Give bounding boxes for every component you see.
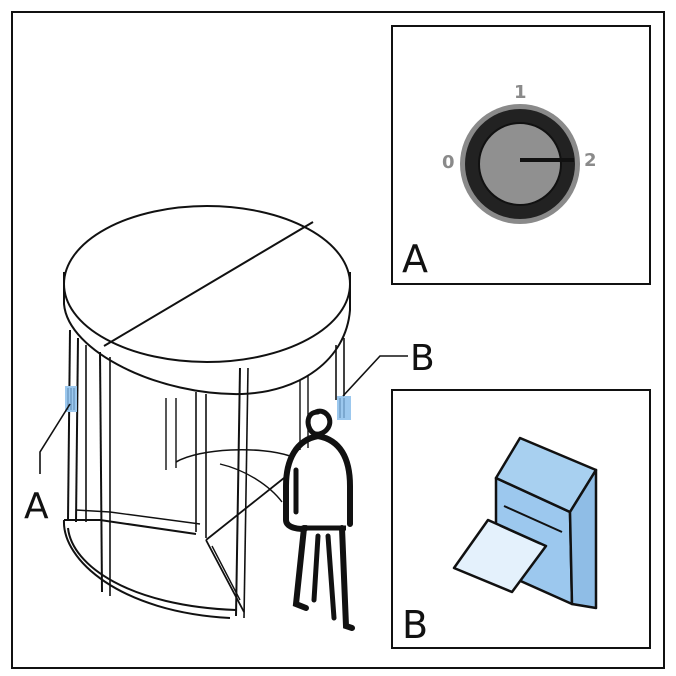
inset-a-label: A xyxy=(402,237,428,281)
inset-b: B xyxy=(391,389,651,649)
inset-b-label: B xyxy=(402,603,428,647)
leader-line-b xyxy=(342,355,408,397)
leader-line-a xyxy=(39,403,71,474)
canopy-divider xyxy=(103,221,314,347)
switch-position-1: 1 xyxy=(514,82,527,103)
key-switch-icon xyxy=(460,104,580,224)
main-label-a: A xyxy=(24,486,49,527)
inset-a: 0 1 2 A xyxy=(391,25,651,285)
main-label-b: B xyxy=(410,338,435,379)
revolving-door-icon xyxy=(62,205,351,619)
door-base xyxy=(62,519,237,619)
switch-position-2: 2 xyxy=(584,150,597,171)
card-reader-icon xyxy=(452,436,598,610)
person-icon xyxy=(283,408,355,631)
switch-position-0: 0 xyxy=(442,152,455,173)
